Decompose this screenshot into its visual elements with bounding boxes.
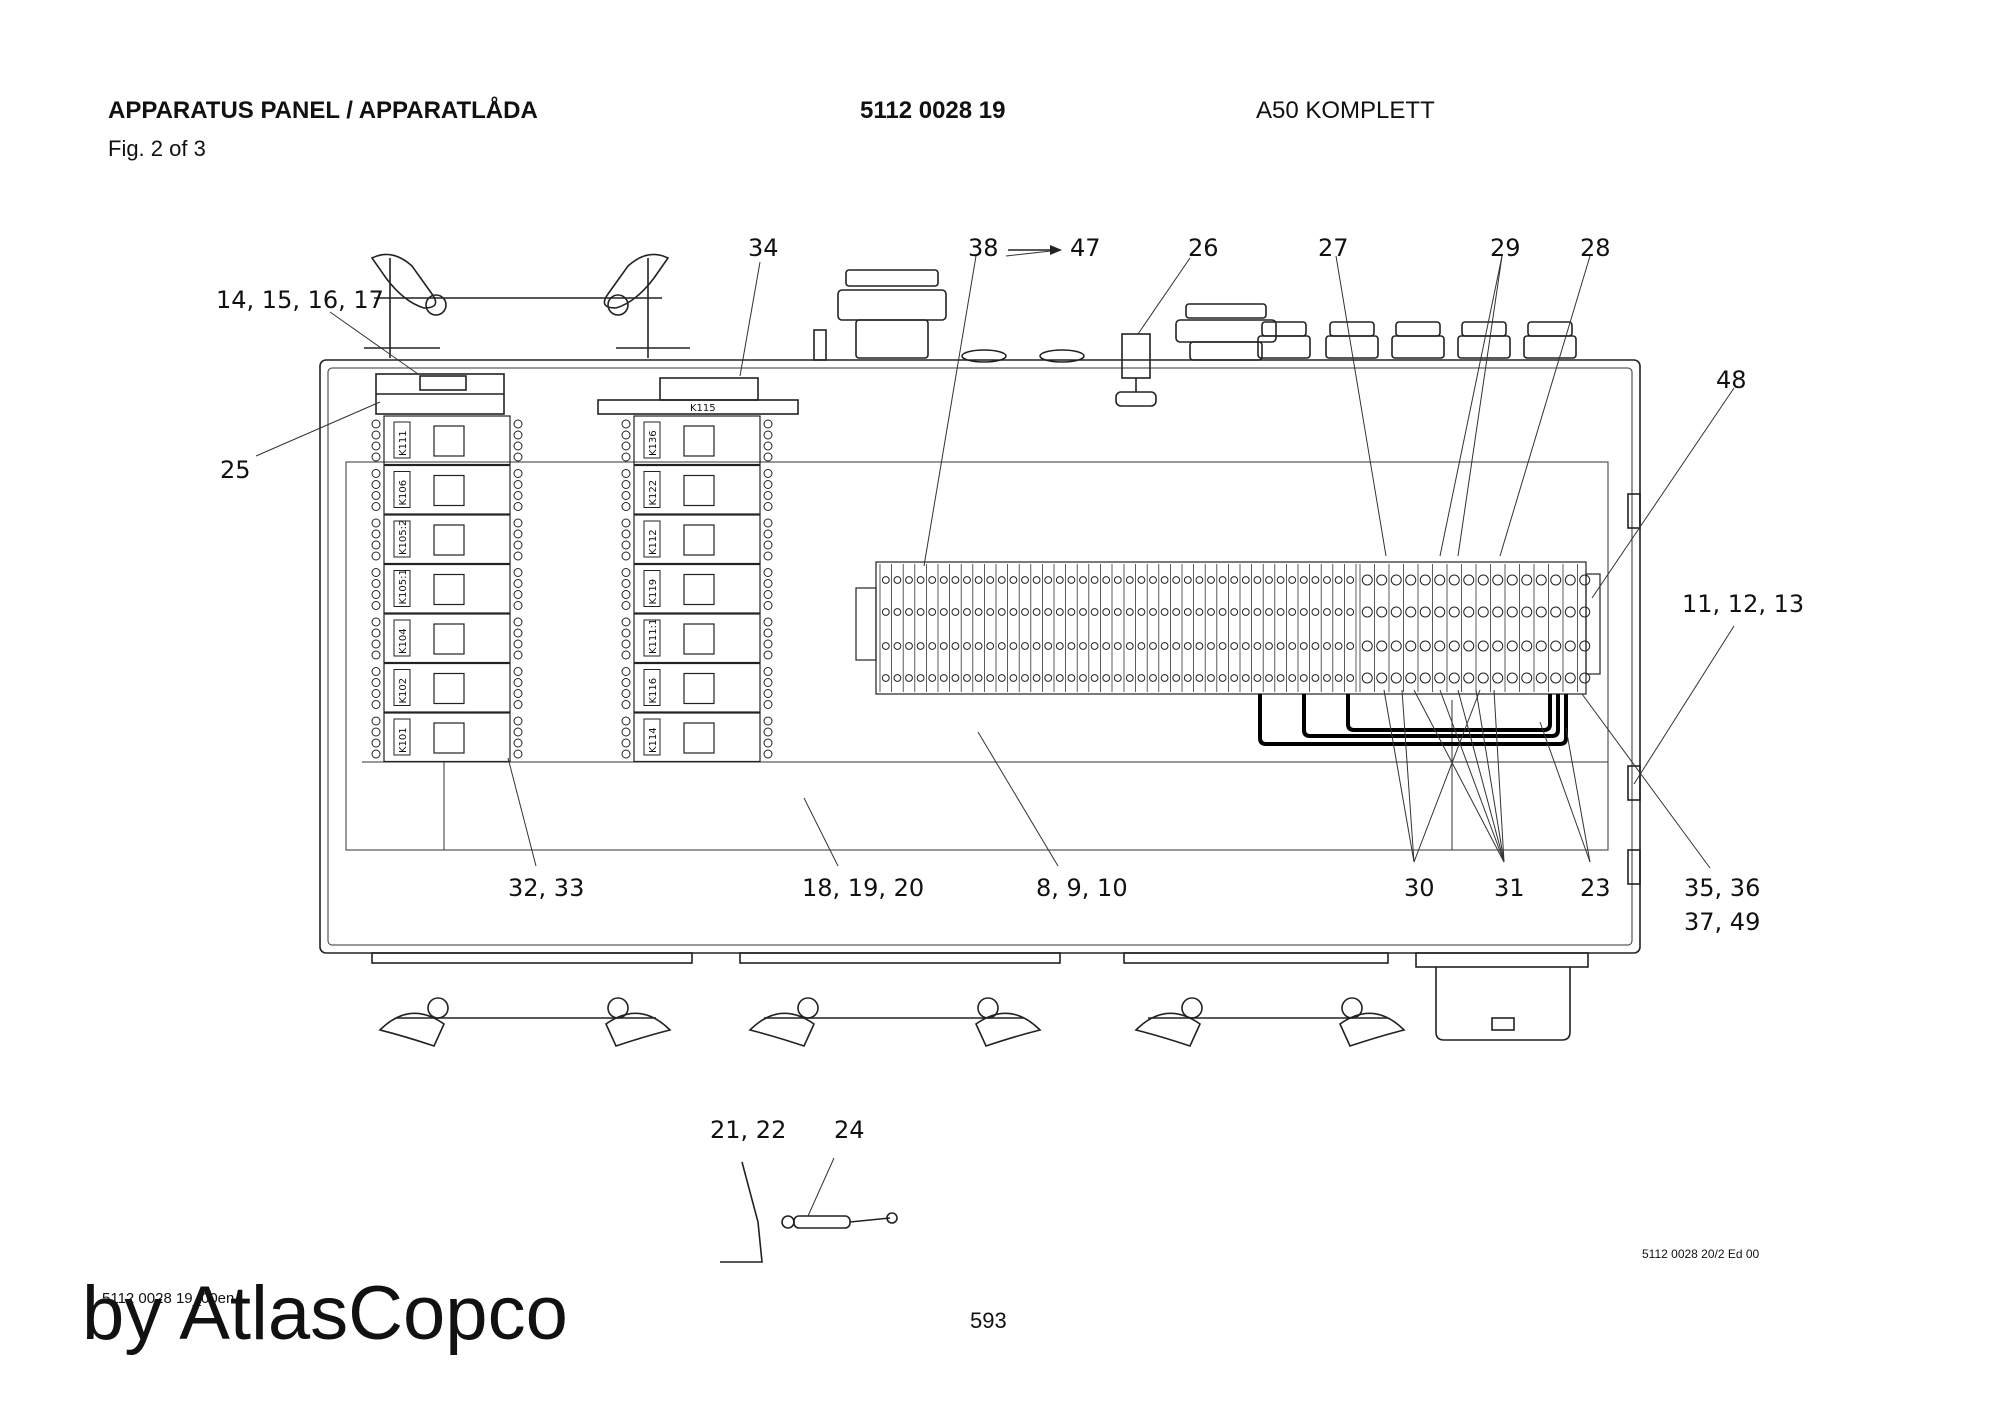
relay-module: K114	[621, 712, 773, 763]
terminal-section	[1123, 564, 1357, 692]
part-number: 5112 0028 19	[860, 97, 1006, 124]
relay-label: K101	[398, 727, 409, 753]
callout-35-36: 35, 36	[1684, 874, 1760, 902]
right-side-hinges	[1627, 493, 1641, 885]
cable-gland-large	[813, 269, 947, 361]
callout-25: 25	[220, 456, 251, 484]
callout-26: 26	[1188, 234, 1219, 262]
cabinet-outline	[319, 359, 1641, 954]
relay-module: K101	[371, 712, 523, 763]
relay-module: K111:1	[621, 613, 773, 664]
document-title: APPARATUS PANEL / APPARATLÅDA	[108, 97, 538, 124]
relay-module: K105:2	[371, 514, 523, 565]
bottom-latch-brackets	[371, 952, 1406, 1047]
relay-module: K119	[621, 563, 773, 614]
relay-label: K112	[648, 529, 659, 555]
top-module-right	[597, 377, 799, 415]
top-latch-bracket	[364, 253, 690, 358]
edition-label: 5112 0028 20/2 Ed 00	[1642, 1247, 1760, 1261]
relay-label: K105:1	[398, 569, 409, 604]
arrow-38-47	[1008, 245, 1062, 255]
relay-module: K111	[371, 415, 523, 466]
relay-label: K114	[648, 727, 659, 753]
relay-label: K116	[648, 678, 659, 704]
relay-label: K106	[398, 480, 409, 506]
relay-module: K102	[371, 662, 523, 713]
callout-48: 48	[1716, 366, 1747, 394]
callout-27: 27	[1318, 234, 1349, 262]
relay-module: K136	[621, 415, 773, 466]
top-relay-label: K115	[690, 403, 716, 414]
relay-label: K119	[648, 579, 659, 605]
relay-label: K122	[648, 480, 659, 506]
relay-module: K105:1	[371, 563, 523, 614]
callout-47: 47	[1070, 234, 1101, 262]
wire-tool-part	[720, 1161, 898, 1263]
relay-module: K122	[621, 464, 773, 515]
relay-module: K116	[621, 662, 773, 713]
callout-11-13: 11, 12, 13	[1682, 590, 1804, 618]
mounting-plate	[345, 461, 1609, 851]
leader-lines	[255, 249, 1735, 1217]
figure-number: Fig. 2 of 3	[108, 136, 206, 161]
page-number: 593	[970, 1308, 1007, 1333]
relay-label: K102	[398, 678, 409, 704]
jumper-wires	[1258, 694, 1568, 746]
relay-label: K136	[648, 430, 659, 456]
relay-label: K104	[398, 628, 409, 654]
relay-module: K104	[371, 613, 523, 664]
cable-gland-medium	[1175, 303, 1277, 361]
callout-29: 29	[1490, 234, 1521, 262]
terminal-section	[879, 564, 1122, 692]
callout-14-17: 14, 15, 16, 17	[216, 286, 384, 314]
relay-label: K111:1	[648, 619, 659, 654]
callout-21-22: 21, 22	[710, 1116, 786, 1144]
callout-18-20: 18, 19, 20	[802, 874, 924, 902]
bottom-gland-box	[1415, 952, 1589, 1041]
connector-26	[961, 333, 1157, 407]
terminal-block-strip	[855, 561, 1601, 695]
model-name: A50 KOMPLETT	[1256, 97, 1435, 124]
callout-30: 30	[1404, 874, 1435, 902]
cabinet-inner	[327, 367, 1633, 946]
terminal-section	[1359, 564, 1591, 692]
callout-28: 28	[1580, 234, 1611, 262]
cable-gland-row	[1257, 321, 1577, 359]
callout-38: 38	[968, 234, 999, 262]
brand-watermark: by AtlasCopco	[82, 1271, 568, 1356]
callout-23: 23	[1580, 874, 1611, 902]
callout-32-33: 32, 33	[508, 874, 584, 902]
callout-34: 34	[748, 234, 779, 262]
document-reference: 5112 0028 19_00en	[102, 1290, 235, 1307]
relay-module: K112	[621, 514, 773, 565]
relay-label: K105:2	[398, 520, 409, 555]
relay-label: K111	[398, 430, 409, 456]
end-stop-left	[855, 587, 877, 661]
top-module-left	[375, 373, 505, 415]
callout-31: 31	[1494, 874, 1525, 902]
end-stop-right	[1585, 573, 1601, 675]
callout-37-49: 37, 49	[1684, 908, 1760, 936]
relay-module: K106	[371, 464, 523, 515]
callout-24: 24	[834, 1116, 865, 1144]
callout-8-10: 8, 9, 10	[1036, 874, 1128, 902]
